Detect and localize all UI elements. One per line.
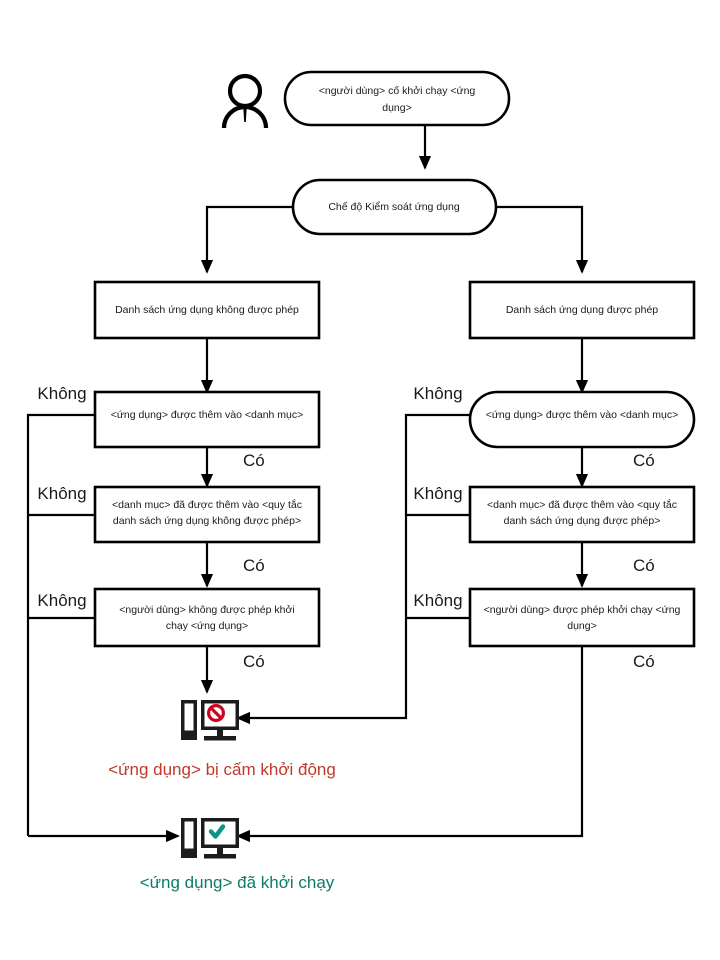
start-node-label-line2: dụng> [382,102,412,114]
left-step1-node: <ứng dụng> được thêm vào <danh mục> [93,390,321,449]
edge-right-step1-no [236,413,470,725]
right-step2-label-line1: <danh mục> đã được thêm vào <quy tắc [487,498,677,511]
allowlist-node: Danh sách ứng dụng được phép [468,280,696,340]
left-step3-node: <người dùng> không được phép khởi chạy <… [93,587,321,648]
left-step2-label-line1: <danh mục> đã được thêm vào <quy tắc [112,498,302,511]
start-node-label-line1: <người dùng> cố khởi chạy <ứng [319,85,476,97]
right-step3-yes-label: Có [633,652,655,671]
allowlist-node-label: Danh sách ứng dụng được phép [506,304,658,316]
denylist-node: Danh sách ứng dụng không được phép [93,280,321,340]
right-step3-node: <người dùng> được phép khởi chạy <ứng dụ… [468,587,696,648]
left-step2-no-label: Không [37,484,86,503]
mode-node: Chế độ Kiểm soát ứng dụng [291,178,498,236]
right-step2-no-label: Không [413,484,462,503]
right-step2-yes-label: Có [633,556,655,575]
denylist-node-label: Danh sách ứng dụng không được phép [115,304,299,316]
user-actor-icon [221,73,269,129]
right-step3-no-label: Không [413,591,462,610]
denied-outcome-label: <ứng dụng> bị cấm khởi động [108,760,336,779]
right-step1-no-label: Không [413,384,462,403]
edge-left-step1-no [26,413,95,836]
left-step3-label-line1: <người dùng> không được phép khởi [119,604,294,616]
left-step3-yes-label: Có [243,652,265,671]
right-step2-node: <danh mục> đã được thêm vào <quy tắc dan… [468,485,696,544]
edge-mode-to-allowlist [496,205,589,274]
right-step3-label-line1: <người dùng> được phép khởi chạy <ứng [484,604,681,616]
mode-node-label: Chế độ Kiểm soát ứng dụng [328,201,460,213]
allowed-outcome-label: <ứng dụng> đã khởi chạy [140,873,335,892]
computer-blocked-icon [181,700,239,741]
left-step1-yes-label: Có [243,451,265,470]
right-step3-label-line2: dụng> [567,620,597,632]
left-step2-yes-label: Có [243,556,265,575]
right-step1-label: <ứng dụng> được thêm vào <danh mục> [486,409,679,421]
left-step1-no-label: Không [37,384,86,403]
right-step1-node: <ứng dụng> được thêm vào <danh mục> [468,390,696,449]
left-step2-node: <danh mục> đã được thêm vào <quy tắc dan… [93,485,321,544]
left-step3-no-label: Không [37,591,86,610]
left-step2-label-line2: danh sách ứng dụng không được phép> [113,515,301,527]
edge-mode-to-denylist [200,205,293,274]
start-node: <người dùng> cố khởi chạy <ứng dụng> [283,70,511,127]
left-step3-label-line2: chạy <ứng dụng> [166,620,248,632]
right-step2-label-line2: danh sách ứng dụng được phép> [504,515,661,527]
left-step1-label: <ứng dụng> được thêm vào <danh mục> [111,409,304,421]
computer-allowed-icon [181,818,239,859]
right-step1-yes-label: Có [633,451,655,470]
edge-right-step3-yes [236,646,584,843]
